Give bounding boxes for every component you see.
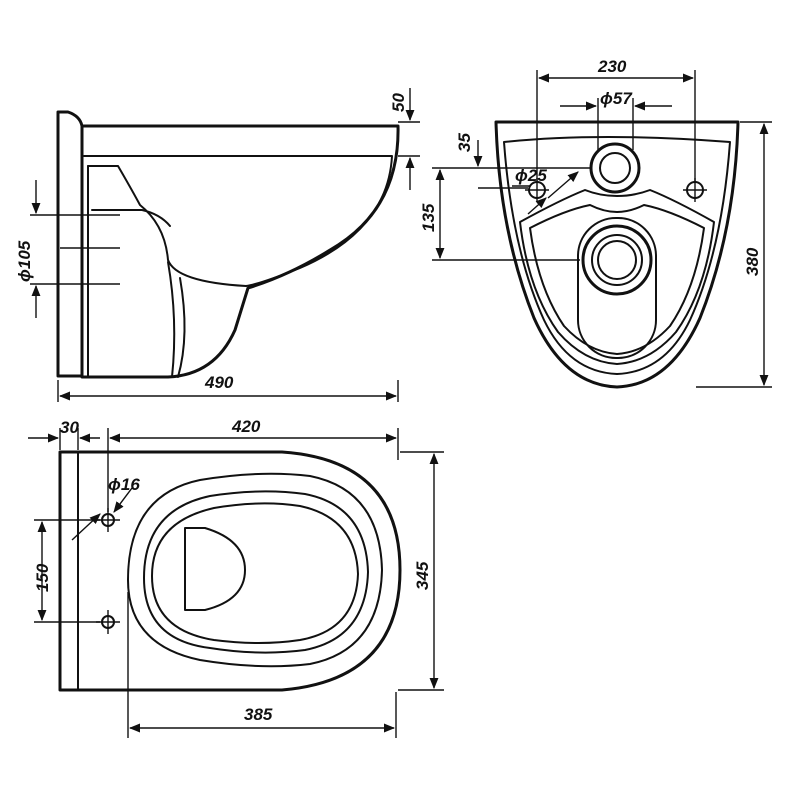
back-inlet-outer — [589, 142, 641, 194]
dim-back-width: 230 — [597, 57, 627, 76]
top-outer-outline — [58, 450, 402, 692]
dim-bolt-hole-diameter: ϕ16 — [108, 475, 140, 494]
back-outlet-inner — [597, 240, 637, 280]
dim-overall-width: 345 — [413, 561, 432, 590]
side-outlet-top — [91, 209, 171, 227]
dim-overall-length: 490 — [204, 373, 234, 392]
top-rim-inner — [143, 490, 369, 654]
side-inner-top — [83, 155, 393, 287]
top-bowl-opening — [151, 502, 359, 644]
back-inner-outline — [503, 136, 731, 375]
dim-bowl-length: 420 — [231, 417, 261, 436]
back-outlet-oval — [577, 217, 657, 359]
back-recess-inner — [529, 204, 705, 355]
side-trap-line-2 — [177, 277, 186, 378]
back-view: 230 ϕ57 35 ϕ25 135 380 — [419, 57, 772, 389]
dim-rim-length: 385 — [244, 705, 273, 724]
dim-plate-thickness: 30 — [60, 418, 79, 437]
dim-bolt-spacing: 150 — [33, 563, 52, 592]
dim-inlet-diameter: ϕ57 — [600, 89, 633, 108]
side-trap-line — [167, 261, 176, 378]
dim-back-height: 380 — [743, 247, 762, 276]
dim-side-top-thickness: 50 — [389, 93, 408, 112]
side-inner-cavity — [87, 165, 247, 287]
top-rim-outline — [127, 472, 383, 668]
dim-inlet-offset: 35 — [455, 133, 474, 152]
dim-outlet-diameter: ϕ105 — [15, 240, 34, 282]
wall-plate-outline — [56, 110, 84, 378]
side-bowl-outline — [80, 124, 400, 379]
back-outlet-outer — [581, 224, 653, 296]
top-view: 30 420 ϕ16 150 345 385 — [28, 417, 444, 738]
side-view: 50 ϕ105 490 — [15, 88, 420, 402]
back-inlet-inner — [599, 152, 631, 184]
back-outer-outline — [494, 120, 740, 389]
dim-outlet-height: 135 — [419, 203, 438, 232]
back-outlet-mid — [591, 234, 643, 286]
dim-fixing-hole-diameter: ϕ25 — [515, 166, 547, 185]
back-recess — [519, 189, 715, 365]
top-water-area — [184, 527, 246, 611]
